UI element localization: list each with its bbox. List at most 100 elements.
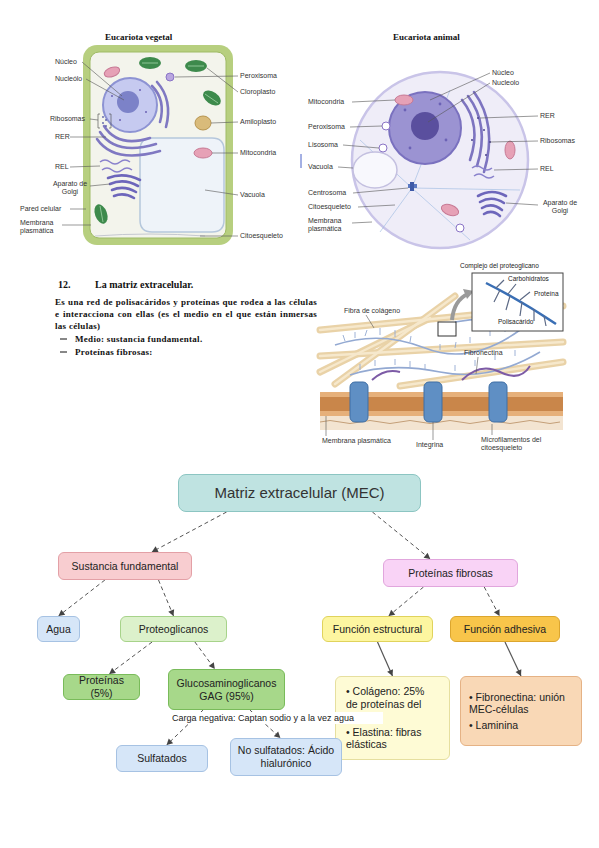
connector-line xyxy=(59,580,105,616)
part-label: Integrina xyxy=(416,441,443,449)
part-label: Fibronectina xyxy=(464,349,503,357)
plant-cell xyxy=(62,45,238,245)
part-label: Aparato de Golgi xyxy=(540,199,580,215)
connector-line xyxy=(389,587,424,616)
box-text: Carbohidratos xyxy=(508,275,549,283)
part-label: Núcleo xyxy=(492,69,514,77)
dashed-arrow xyxy=(195,642,215,669)
part-label: Cloroplasto xyxy=(240,88,275,96)
arrow-head xyxy=(494,609,500,616)
bullet-dash xyxy=(60,339,67,352)
part-label: Membrana plasmática xyxy=(322,437,391,445)
part-label: Peroxisoma xyxy=(240,72,277,80)
concept-box: No sulfatados: Ácido hialurónico xyxy=(230,738,342,776)
inset-box: Complejo del proteoglicanoCarbohidratosP… xyxy=(472,273,563,331)
part-label: Mitocondria xyxy=(308,98,344,106)
part-label: Nucleólo xyxy=(55,75,82,83)
arrow-head xyxy=(209,662,215,669)
box-text: Proteoglicanos xyxy=(139,623,208,636)
body-text: Proteínas fibrosas: xyxy=(75,346,153,358)
connector-line xyxy=(159,580,174,616)
concept-box: Proteínas (5%) xyxy=(63,674,140,700)
cell-title: Eucariota animal xyxy=(393,32,460,42)
box-text: Proteína xyxy=(534,290,559,298)
section-heading: La matriz extracelular. xyxy=(95,279,193,291)
dashed-arrow xyxy=(152,512,227,552)
box-text: • Fibronectina: unión MEC-células xyxy=(469,691,575,716)
part-label: Amiloplasto xyxy=(240,118,276,126)
box-text: • Elastina: fibras elásticas xyxy=(346,726,431,751)
concept-box: Sustancia fundamental xyxy=(58,552,192,580)
part-label: RER xyxy=(55,133,70,141)
concept-box: Matriz extracelular (MEC) xyxy=(178,474,421,512)
box-text: Matriz extracelular (MEC) xyxy=(214,484,384,502)
part-label: Ribosomas xyxy=(50,115,85,123)
concept-box: Glucosaminoglicanos GAG (95%) xyxy=(168,669,285,710)
arrow-head xyxy=(387,669,393,676)
part-label: Fibra de colágeno xyxy=(344,307,400,315)
part-label: REL xyxy=(55,163,69,171)
concept-box: Sulfatados xyxy=(116,745,208,772)
box-text: • Laminina xyxy=(469,719,518,732)
box-text: Función adhesiva xyxy=(464,623,546,636)
part-label: Centrosoma xyxy=(308,189,346,197)
concept-box: Función adhesiva xyxy=(450,616,560,642)
arrow-head xyxy=(168,609,174,616)
arrow-head xyxy=(516,669,522,676)
dashed-arrow xyxy=(159,580,175,616)
box-text: Polisacárido xyxy=(498,318,533,326)
cell-title: Eucariota vegetal xyxy=(105,32,172,42)
part-label: Núcleo xyxy=(55,58,77,66)
part-label: Ribosomas xyxy=(540,137,575,145)
box-text: Función estructural xyxy=(333,623,422,636)
part-label: Peroxisoma xyxy=(308,123,345,131)
ecm-illustration xyxy=(320,273,563,440)
arrow xyxy=(378,642,394,676)
part-label: Nucleolo xyxy=(492,79,519,87)
connector-line xyxy=(152,512,227,552)
section-heading: 12. xyxy=(58,279,71,291)
dashed-arrow xyxy=(372,512,430,559)
part-label: Citoesqueleto xyxy=(240,232,283,240)
part-label: Vacuola xyxy=(308,163,333,171)
part-label: Pared celular xyxy=(20,205,61,213)
dashed-arrow xyxy=(484,587,499,616)
box-text: Sustancia fundamental xyxy=(72,560,179,573)
box-text: Proteínas fibrosas xyxy=(408,567,493,580)
box-text: Proteínas (5%) xyxy=(70,674,133,699)
concept-box: Agua xyxy=(37,616,80,642)
connector-line xyxy=(378,642,393,676)
part-label: Citoesqueleto xyxy=(308,203,351,211)
connector-line xyxy=(372,512,430,559)
connector-line xyxy=(484,587,499,616)
box-text: Sulfatados xyxy=(137,752,187,765)
part-label: Vacuola xyxy=(240,191,265,199)
body-text: Medio: sustancia fundamental. xyxy=(75,333,202,345)
body-text: Es una red de polisacáridos y proteínas … xyxy=(55,296,317,332)
arrow xyxy=(505,642,521,676)
connector-line xyxy=(505,642,521,676)
part-label: Lisosoma xyxy=(308,141,338,149)
part-label: Microfilamentos del citoesqueleto xyxy=(481,436,559,452)
dashed-arrow xyxy=(389,587,424,616)
box-text: Agua xyxy=(46,623,71,636)
part-label: RER xyxy=(540,112,555,120)
concept-box: Proteínas fibrosas xyxy=(383,559,518,587)
inset-heading: Complejo del proteoglicano xyxy=(460,262,539,270)
part-label: Membrana plasmática xyxy=(308,217,352,233)
note: Carga negativa: Captan sodio y a la vez … xyxy=(143,712,383,724)
connector-line xyxy=(109,642,152,674)
part-label: Membrana plasmática xyxy=(20,219,62,235)
concept-box: • Fibronectina: unión MEC-células • Lamin… xyxy=(460,676,582,746)
concept-box: Proteoglicanos xyxy=(120,616,227,642)
box-text: No sulfatados: Ácido hialurónico xyxy=(237,744,335,769)
part-label: Aparato de Golgi xyxy=(50,180,90,196)
dashed-arrow xyxy=(59,580,105,616)
connector-line xyxy=(195,642,215,669)
concept-box: Función estructural xyxy=(322,616,433,642)
box-text: Glucosaminoglicanos GAG (95%) xyxy=(175,677,278,702)
part-label: REL xyxy=(540,165,554,173)
animal-cell xyxy=(338,72,538,248)
part-label: Mitocondria xyxy=(240,149,276,157)
